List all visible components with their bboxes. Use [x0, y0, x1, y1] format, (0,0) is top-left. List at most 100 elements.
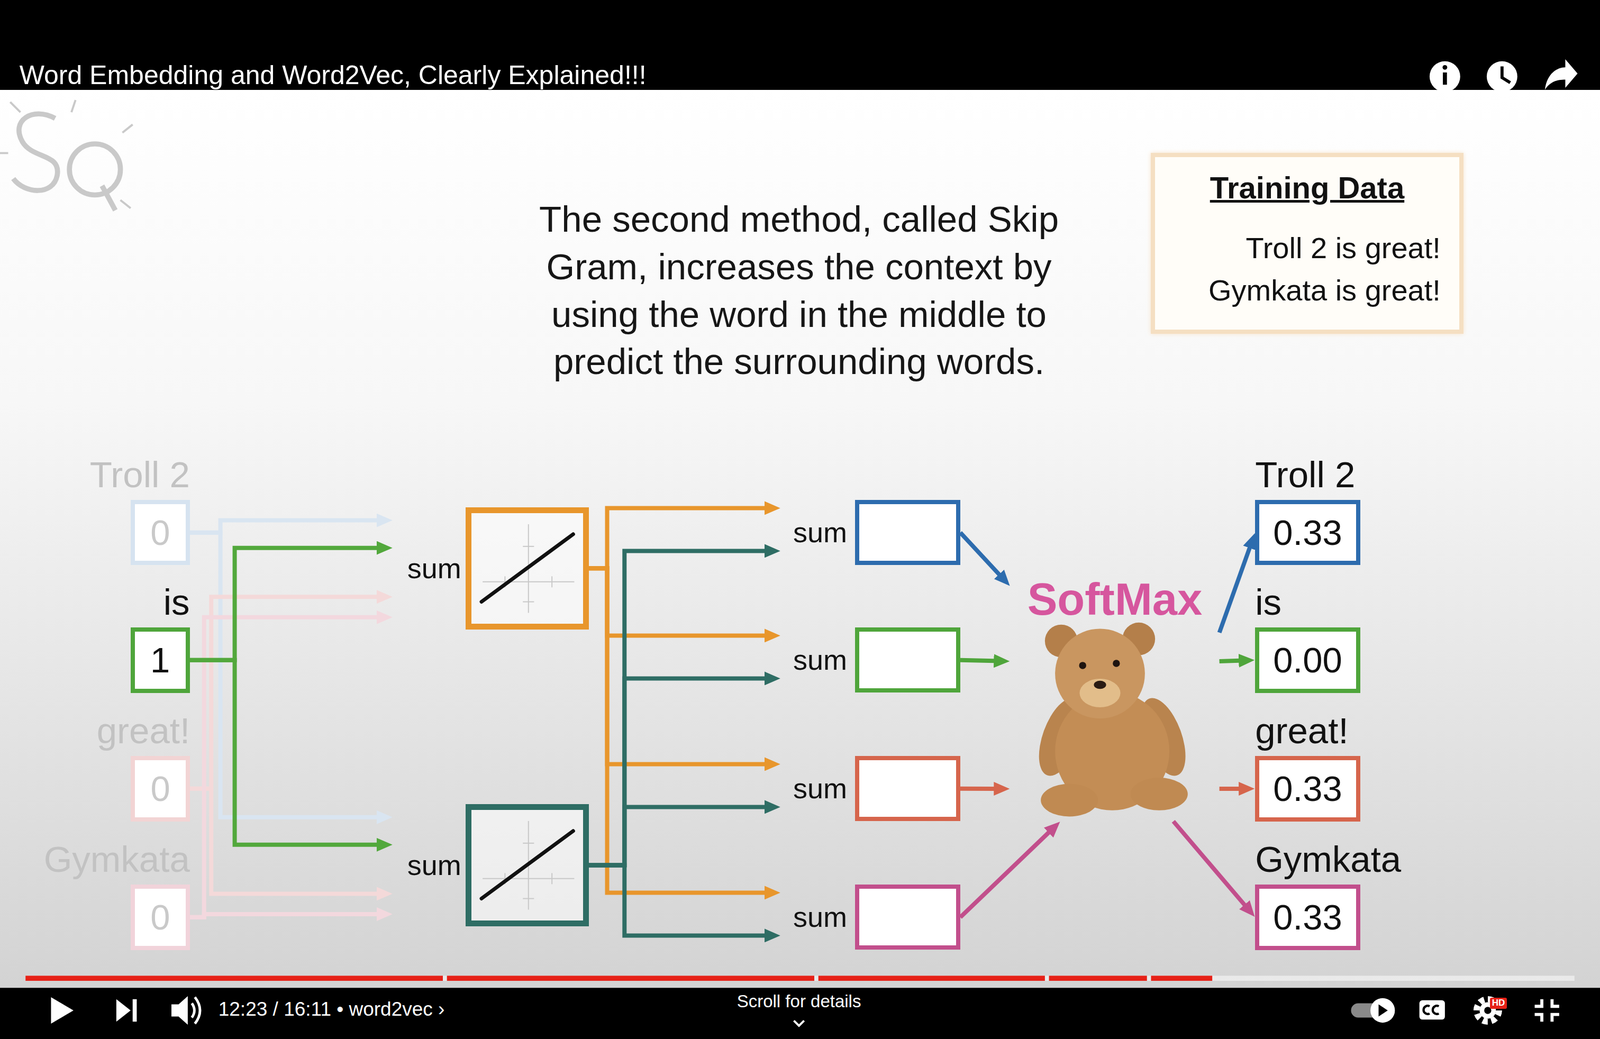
progress-bar [447, 975, 815, 981]
plot-axis [551, 873, 553, 885]
input-box: 0 [130, 500, 190, 566]
captions-icon [1432, 1005, 1439, 1014]
input-label: Troll 2 [89, 453, 190, 496]
output-node: is 0.00 [1255, 581, 1361, 693]
sum-box [855, 884, 961, 950]
activation-node: sum [393, 804, 589, 927]
output-node: great! 0.33 [1255, 710, 1361, 822]
input-label: is [163, 581, 190, 624]
channel-logo [0, 100, 133, 211]
sum-label: sum [793, 515, 848, 550]
plot-axis [482, 580, 575, 583]
connector-arrow [1219, 786, 1240, 792]
progress-bar [1150, 975, 1213, 981]
slide-background [0, 89, 1600, 989]
plot-axis [551, 576, 553, 588]
output-box: 0.33 [1255, 500, 1361, 566]
sum-label: sum [407, 551, 462, 586]
sum-box [855, 627, 961, 693]
input-value: 0 [150, 770, 171, 807]
connector-arrow [588, 568, 766, 765]
connector-arrow [588, 568, 766, 636]
connector-arrow [189, 548, 378, 661]
connector-arrow [1219, 660, 1240, 662]
sum-node: sum [780, 500, 961, 566]
box-body: Troll 2 is great! Gymkata is great! [1175, 226, 1441, 312]
plot-axis [522, 842, 534, 844]
input-label: Gymkata [43, 838, 190, 881]
connector-arrow [588, 568, 766, 893]
identity-line [481, 533, 574, 602]
connector-arrow [588, 507, 766, 569]
box-heading: Training Data [1173, 169, 1441, 207]
teddy-bear [1030, 622, 1195, 817]
channel-logo [0, 100, 133, 209]
scroll-chevron [793, 1020, 804, 1026]
connectors [189, 507, 1251, 936]
activation-node: sum [393, 507, 589, 630]
output-label: Gymkata [1255, 838, 1402, 881]
teddy-bear [1040, 784, 1098, 817]
sum-box [855, 500, 961, 566]
plot-axis [522, 601, 534, 603]
sum-label: sum [793, 900, 848, 935]
info-icon [1429, 61, 1461, 93]
output-label: great! [1255, 710, 1349, 752]
training-data-box: Training DataTroll 2 is great! Gymkata i… [1150, 152, 1463, 334]
autoplay-toggle [1378, 1004, 1388, 1017]
slide-text: The second method, called Skip Gram, inc… [507, 195, 1090, 386]
output-value: 0.00 [1273, 642, 1342, 678]
watch-later-icon [1486, 61, 1518, 93]
input-box: 1 [130, 627, 190, 693]
info-icon [1429, 61, 1461, 93]
sum-node: sum [780, 756, 961, 822]
teddy-bear [1055, 628, 1145, 719]
volume-icon [194, 997, 200, 1024]
plot-axis [482, 878, 575, 880]
connector-arrow [960, 532, 1000, 576]
teddy-bear [1079, 678, 1121, 708]
output-box: 0.00 [1255, 627, 1361, 693]
scroll-hint: Scroll for details [696, 991, 902, 1013]
softmax-node: SoftMax [1010, 571, 1220, 822]
connector-arrow [960, 660, 995, 662]
identity-plot [471, 810, 584, 921]
teddy-bear [1078, 661, 1087, 670]
scroll-chevron [793, 1020, 804, 1026]
connector-arrow [189, 617, 378, 918]
output-label: is [1255, 581, 1282, 624]
share-icon [1544, 59, 1578, 90]
output-node: Troll 20.33 [1255, 453, 1361, 566]
output-box: 0.33 [1255, 884, 1361, 950]
autoplay-toggle [1370, 998, 1395, 1023]
fullscreen-exit-icon [1534, 999, 1560, 1022]
channel-logo [69, 143, 121, 195]
share-icon [1544, 59, 1578, 90]
output-node: Gymkata 0.33 [1255, 838, 1402, 950]
output-box: 0.33 [1255, 756, 1361, 822]
output-value: 0.33 [1273, 770, 1342, 807]
hd-badge: HD [1489, 997, 1508, 1009]
input-node: is1 [130, 581, 190, 693]
video-title: Word Embedding and Word2Vec, Clearly Exp… [19, 59, 647, 92]
autoplay-toggle [1350, 998, 1395, 1023]
identity-plot [471, 513, 584, 624]
connector-arrow [189, 660, 378, 845]
teddy-bear [1112, 659, 1121, 668]
connector-arrow [588, 865, 766, 936]
connector-arrow [189, 532, 378, 818]
video-time: 12:23 / 16:11 • word2vec › [218, 997, 445, 1022]
progress-bar [25, 975, 1575, 981]
input-node: great!0 [96, 710, 190, 822]
volume-icon [192, 1003, 195, 1018]
progress-bar [25, 975, 443, 981]
output-value: 0.33 [1273, 514, 1342, 551]
sum-label: sum [793, 642, 848, 678]
plot-axis [522, 545, 534, 547]
progress-bar [25, 975, 1575, 981]
connector-arrow [588, 806, 766, 866]
output-value: 0.33 [1273, 899, 1342, 935]
sum-box [855, 756, 961, 822]
